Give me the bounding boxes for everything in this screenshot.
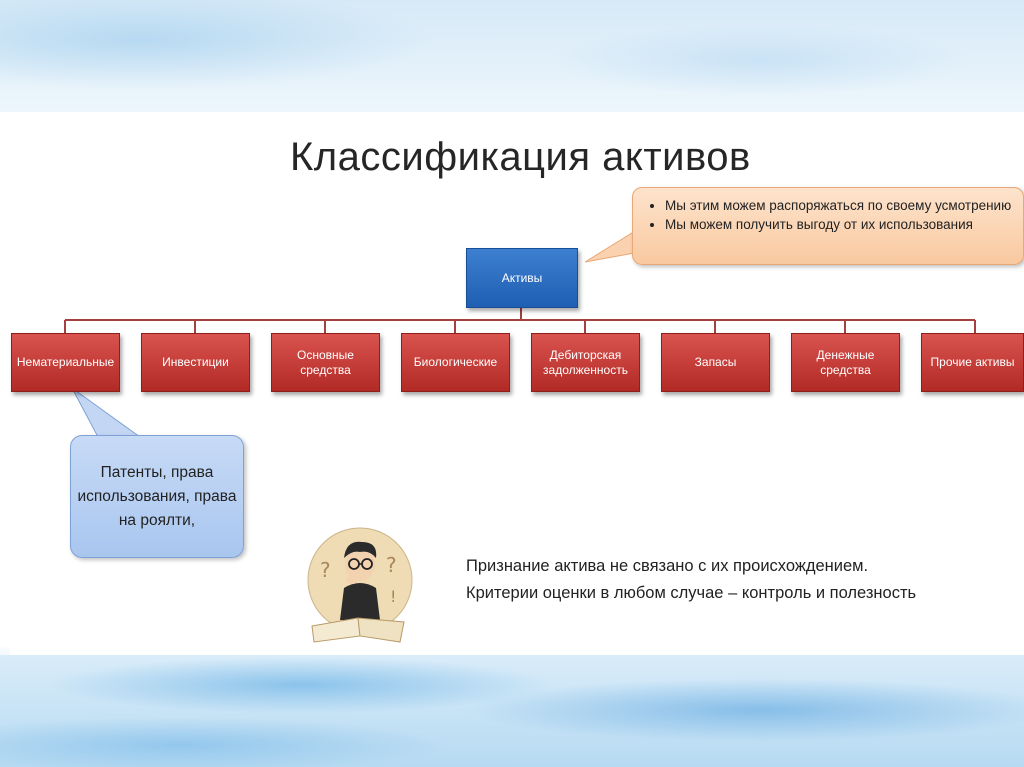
node-other-assets: Прочие активы <box>921 333 1024 392</box>
callout-left-pointer <box>71 387 142 438</box>
background-bottom <box>0 655 1024 767</box>
callout-asset-criteria: Мы этим можем распоряжаться по своему ус… <box>632 187 1024 265</box>
note-line: Критерии оценки в любом случае – контрол… <box>466 584 917 602</box>
callout-left-text: Патенты, права использования, права на р… <box>77 463 237 529</box>
svg-text:?: ? <box>386 553 397 577</box>
node-receivables: Дебиторская задолженность <box>531 333 640 392</box>
callout-intangible-examples: Патенты, права использования, права на р… <box>70 435 244 558</box>
background-top <box>0 0 1024 112</box>
thinking-student-illustration: ? ? ! <box>307 527 413 643</box>
root-node-assets: Активы <box>466 248 578 308</box>
node-investments: Инвестиции <box>141 333 250 392</box>
page-title: Классификация активов <box>290 135 751 179</box>
callout-bullet: Мы этим можем распоряжаться по своему ус… <box>665 196 1017 215</box>
node-cash: Денежные средства <box>791 333 900 392</box>
callout-bullet: Мы можем получить выгоду от их использов… <box>665 215 1017 234</box>
node-biological: Биологические <box>401 333 510 392</box>
note-line: Признание актива не связано с их происхо… <box>466 557 869 575</box>
node-fixed-assets: Основные средства <box>271 333 380 392</box>
svg-text:!: ! <box>390 587 396 606</box>
node-intangible: Нематериальные <box>11 333 120 392</box>
svg-text:?: ? <box>320 558 331 582</box>
node-inventory: Запасы <box>661 333 770 392</box>
note-text: Признание актива не связано с их происхо… <box>466 553 1006 607</box>
